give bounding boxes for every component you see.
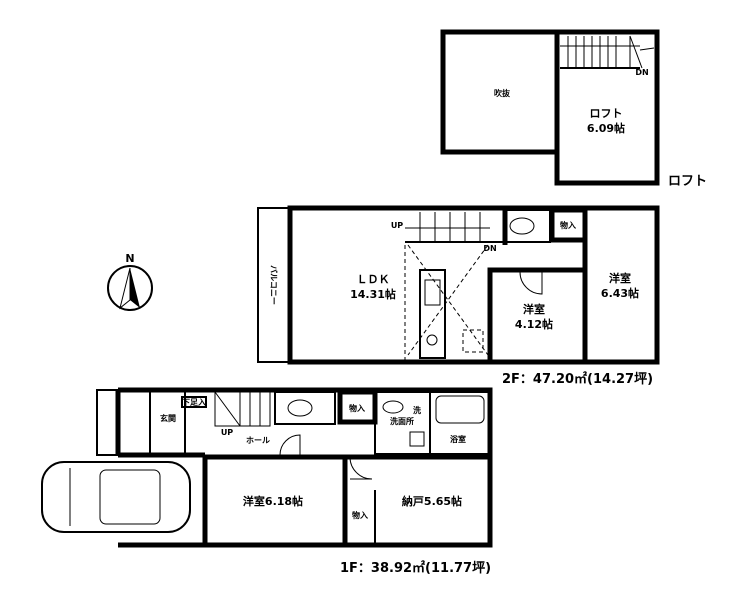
storage-2f-label: 物入 [560, 220, 576, 230]
stove [426, 334, 438, 346]
washroom-label: 洗面所 [390, 416, 414, 426]
loft-floor: 吹抜 ロフト 6.09帖 DN ロフト [440, 29, 707, 189]
room-door [349, 456, 373, 480]
toilet-1f-bowl [287, 399, 313, 417]
shoe-box [181, 396, 207, 408]
storage-1f-top-label: 物入 [349, 403, 365, 413]
storage-2f [549, 207, 588, 243]
loft-floor-title: ロフト [668, 174, 707, 189]
first-floor-outline [118, 387, 493, 548]
loft-room-size: 6.09帖 [587, 121, 625, 135]
toilet-bowl [509, 217, 535, 235]
western-room-b [487, 267, 588, 365]
shoe-box-label: 下足入 [182, 398, 206, 407]
compass-n: N [125, 252, 134, 265]
wash-basin [382, 400, 404, 414]
toilet-1f [274, 391, 336, 425]
first-floor-area: 1F：38.92㎡(11.77坪) [340, 560, 491, 576]
bathroom-label: 浴室 [450, 434, 466, 444]
porch [96, 389, 119, 456]
door-swing [519, 271, 543, 295]
fridge-space [462, 329, 484, 353]
washer [409, 431, 425, 447]
kitchen-counter [419, 269, 446, 359]
hall-door [279, 434, 301, 456]
second-floor: バルコニー ＬＤＫ 14.31帖 UP DN 物入 洋室 6.43帖 洋室 4.… [257, 205, 660, 387]
stairs-up-1f: UP [221, 428, 233, 437]
western-room-b-size: 4.12帖 [515, 317, 553, 331]
second-floor-stairs [419, 212, 481, 242]
second-floor-area: 2F：47.20㎡(14.27坪) [502, 371, 653, 387]
balcony-label: バルコニー [269, 265, 278, 305]
storage-1f-bottom-label: 物入 [352, 510, 368, 520]
closet-room-label: 納戸5.65帖 [402, 494, 462, 508]
loft-room [554, 29, 660, 186]
hall-label: ホール [246, 436, 270, 445]
loft-stairs [560, 35, 655, 69]
toilet [504, 209, 551, 243]
north-compass: N [107, 252, 153, 311]
stairs-dn-2f: DN [483, 244, 496, 253]
bathtub [435, 395, 485, 424]
parked-car-icon [41, 461, 191, 533]
kitchen-sink [424, 279, 441, 306]
ldk-size: 14.31帖 [350, 287, 396, 301]
bathroom [429, 391, 491, 455]
second-floor-outline [287, 205, 660, 365]
loft-stairs-dn: DN [635, 68, 648, 77]
western-room-1f-label: 洋室6.18帖 [243, 494, 303, 508]
western-room-a-size: 6.43帖 [601, 286, 639, 300]
first-floor-stairs [214, 391, 271, 427]
void-label: 吹抜 [494, 88, 511, 98]
entrance-label: 玄関 [160, 413, 176, 423]
first-floor: 玄関 下足入 UP ホール 物入 洗面所 洗 浴室 洋室6.18帖 納戸5.65… [96, 387, 493, 576]
loft-room-label: ロフト [590, 107, 623, 120]
ldk-label: ＬＤＫ [357, 273, 390, 286]
western-room-a-label: 洋室 [609, 271, 631, 285]
stairs-up-2f: UP [391, 221, 403, 230]
washer-label: 洗 [413, 405, 421, 415]
western-room-b-label: 洋室 [523, 302, 545, 316]
